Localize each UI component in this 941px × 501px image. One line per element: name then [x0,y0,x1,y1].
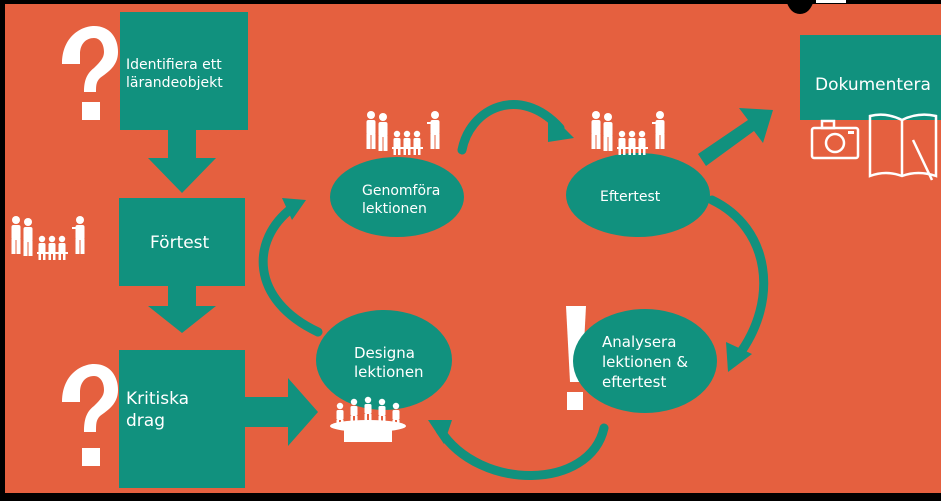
analyze-label-line2: lektionen & [602,353,689,371]
notebook-pencil-icon [868,113,938,181]
design-ellipse [316,310,452,410]
identify-label: Identifiera ett lärandeobjekt [126,56,223,92]
posttest-label: Eftertest [600,189,661,205]
arrow-down-1 [148,130,216,193]
pretest-label: Förtest [150,233,210,253]
cycle-arrows [258,100,769,480]
arrow-to-document [698,108,773,166]
analyze-label-line3: eftertest [602,373,667,391]
design-label-line2: lektionen [354,363,424,381]
pretest-box [119,198,245,286]
cycle-arrow-left [258,203,323,337]
critical-aspects-box [119,350,245,488]
conduct-label-line2: lektionen [362,201,427,217]
question-mark-icon-top [62,26,118,120]
cycle-arrowheads [282,112,752,444]
analyze-label: Analysera lektionen & eftertest [602,332,688,392]
cycle-arrow-right [707,195,769,361]
arrowhead-left [282,198,306,220]
identify-label-line2: lärandeobjekt [126,75,223,91]
arrowhead-top [548,112,574,142]
top-right-corner-icon [786,0,814,14]
document-label: Dokumentera [815,75,931,95]
top-right-label-fragment [816,0,846,3]
arrow-down-2 [148,286,216,333]
arrowhead-bottom [428,420,452,444]
arrowhead-right [726,342,752,372]
posttest-ellipse [566,153,710,237]
cycle-arrow-top [457,100,565,155]
identify-box [120,12,248,130]
question-mark-icon-bottom [62,364,118,466]
arrow-right-to-design [245,378,318,446]
critical-aspects-label-line1: Kritiska [126,389,190,409]
camera-flash [848,131,854,134]
critical-aspects-label: Kritiska drag [126,388,189,432]
design-label-line1: Designa [354,344,415,362]
identify-label-line1: Identifiera ett [126,57,222,73]
meeting-table-icon [330,396,406,442]
conduct-label: Genomföra lektionen [362,182,440,218]
camera-icon [810,119,860,160]
conduct-ellipse [330,157,464,237]
critical-aspects-label-line2: drag [126,411,165,431]
analyze-label-line1: Analysera [602,333,677,351]
design-label: Designa lektionen [354,344,424,382]
cycle-arrow-bottom [435,423,609,480]
analyze-ellipse [573,309,717,413]
document-box [800,35,941,120]
conduct-label-line1: Genomföra [362,183,441,199]
